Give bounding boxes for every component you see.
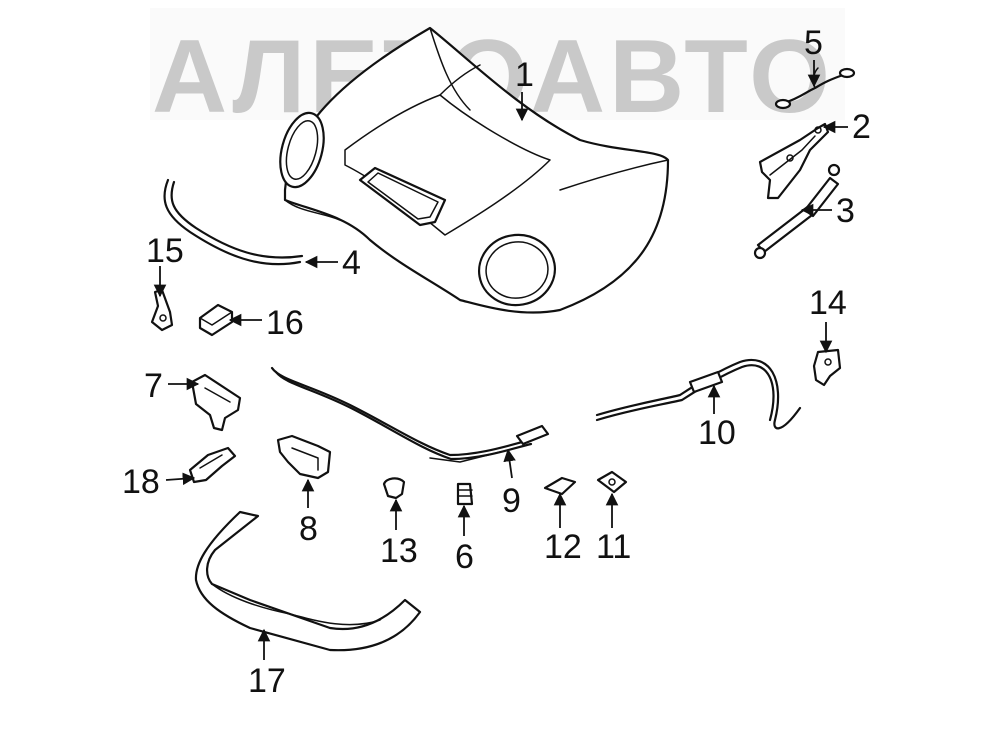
callout-12: 12 bbox=[544, 528, 582, 566]
callout-17: 17 bbox=[248, 662, 286, 700]
callout-9: 9 bbox=[502, 482, 521, 520]
callout-10: 10 bbox=[698, 414, 736, 452]
callout-11: 11 bbox=[596, 528, 631, 566]
callout-3: 3 bbox=[836, 192, 855, 230]
bumper-part-6 bbox=[456, 482, 474, 506]
callout-15: 15 bbox=[146, 232, 184, 270]
callout-labels: 1 2 3 4 5 6 7 8 9 10 11 12 13 14 15 16 1… bbox=[122, 24, 871, 700]
lock-part-18 bbox=[188, 446, 237, 484]
callout-8: 8 bbox=[299, 510, 318, 548]
clip-part-15 bbox=[150, 288, 174, 332]
release-cable-part bbox=[270, 366, 550, 463]
callout-7: 7 bbox=[144, 367, 163, 405]
callout-4: 4 bbox=[342, 244, 361, 282]
leader-lines bbox=[153, 60, 848, 660]
bracket-part-7 bbox=[190, 373, 242, 432]
latch-part-14 bbox=[812, 348, 842, 387]
release-cable-part-10 bbox=[595, 359, 802, 430]
bumper-stop-part bbox=[198, 303, 234, 337]
clip-part-12 bbox=[543, 476, 577, 496]
callout-13: 13 bbox=[380, 532, 418, 570]
callout-16: 16 bbox=[266, 304, 304, 342]
hinge-part bbox=[758, 122, 830, 200]
callout-5: 5 bbox=[804, 24, 823, 62]
callout-18: 18 bbox=[122, 463, 160, 501]
watermark: АЛЕТОАВТО bbox=[150, 8, 845, 135]
callout-14: 14 bbox=[809, 284, 847, 322]
ground-strap-part bbox=[774, 67, 856, 110]
clip-part-11 bbox=[596, 470, 628, 494]
seal-strip-part bbox=[163, 178, 304, 266]
callout-6: 6 bbox=[455, 538, 474, 576]
support-panel-part bbox=[194, 510, 422, 652]
hood-part bbox=[279, 26, 670, 314]
clip-part-13 bbox=[382, 477, 406, 500]
callout-1: 1 bbox=[515, 56, 534, 94]
latch-part-8 bbox=[276, 434, 332, 480]
callout-2: 2 bbox=[852, 108, 871, 146]
